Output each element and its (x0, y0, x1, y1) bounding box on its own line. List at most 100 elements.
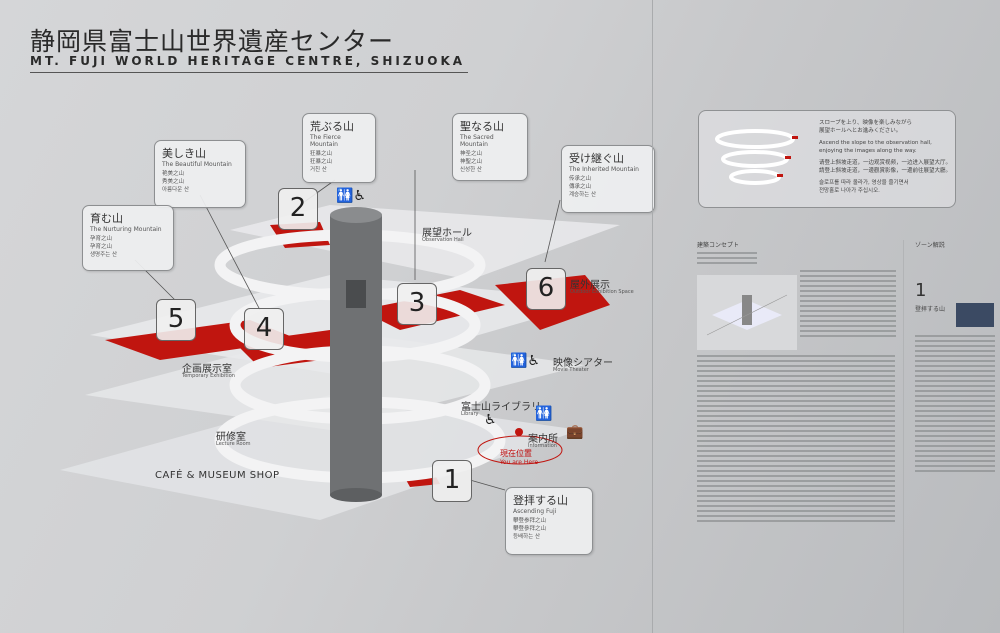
callout-ascending: 登拝する山 Ascending Fuji 攀登参拜之山 攀登參拜之山 등배하는 … (505, 487, 593, 555)
spiral-ramp-icon (715, 129, 798, 185)
callout-ascending-line: 등배하는 산 (513, 534, 541, 540)
leader-line-inherited (544, 199, 561, 263)
info-person-icon: 🚻 (535, 406, 553, 422)
callout-fierce-line: 狂暴之山 (310, 151, 333, 157)
callout-inherited-line: 傳承之山 (569, 184, 592, 190)
callout-ascending-jp: 登拝する山 (513, 494, 568, 507)
tower-base (330, 488, 382, 502)
callout-inherited-line: 계승하는 산 (569, 192, 597, 198)
callout-sacred-line: 神聖之山 (460, 159, 483, 165)
central-tower (330, 215, 382, 495)
callout-fierce-jp: 荒ぶる山 (310, 120, 354, 133)
callout-beautiful-line: 아름다운 산 (162, 187, 190, 193)
callout-inherited-en: The Inherited Mountain (569, 166, 639, 173)
here-marker-dot (515, 428, 523, 436)
callout-sacred-line: 신성한 산 (460, 167, 482, 173)
building-diagram (60, 170, 620, 520)
callout-sacred-line: 神圣之山 (460, 151, 483, 157)
leader-line-beautiful (199, 194, 261, 311)
locker-icon: 💼 (566, 424, 584, 440)
restroom-icon-theater: 🚻♿ (510, 353, 540, 369)
panel-divider (652, 0, 653, 633)
callout-nurturing-line: 孕育之山 (90, 244, 113, 250)
callout-beautiful: 美しき山 The Beautiful Mountain 艳美之山 秀美之山 아름… (154, 140, 246, 208)
zone-number-6: 6 (526, 268, 566, 310)
callout-fierce: 荒ぶる山 The Fierce Mountain 狂暴之山 狂暴之山 거친 산 (302, 113, 376, 183)
accessible-icon: ♿ (484, 412, 497, 428)
floor-slab-ground (60, 395, 580, 520)
title-jp: 静岡県富士山世界遺産センター (30, 27, 395, 56)
zone-heading-number: 1 (915, 280, 927, 301)
ramp-info-en2: enjoying the images along the way. (819, 148, 917, 154)
here-marker-ring (477, 435, 563, 465)
here-label-jp: 現在位置 (500, 449, 532, 458)
callout-ascending-line: 攀登參拜之山 (513, 526, 547, 532)
callout-nurturing: 育む山 The Nurturing Mountain 孕育之山 孕育之山 생명주… (82, 205, 174, 271)
callout-ascending-en: Ascending Fuji (513, 508, 557, 515)
concept-intro-lines (697, 252, 757, 267)
zone-photo (956, 303, 994, 327)
zone-label-temporary: 企画展示室 (182, 364, 232, 375)
ramp-info-text: スロープを上り、映像を楽しみながら 展望ホールへとお進みください。 Ascend… (819, 119, 951, 195)
zone-heading-title: 登拝する山 (915, 306, 946, 313)
zone-sub-outdoor: Outdoor Exhibition Space (570, 289, 634, 295)
callout-ascending-line: 攀登参拜之山 (513, 518, 547, 524)
ramp-info-jp1: スロープを上り、映像を楽しみながら (819, 120, 912, 126)
ramp-info-jp2: 展望ホールへとお進みください。 (819, 128, 902, 134)
here-label-en: You are Here (500, 459, 539, 466)
zone-sub-temporary: Temporary Exhibition (182, 373, 235, 379)
zone-heading: ゾーン解説 (915, 242, 945, 249)
concept-diagram (697, 275, 797, 350)
title-en: MT. FUJI WORLD HERITAGE CENTRE, SHIZUOKA (30, 54, 466, 68)
callout-nurturing-en: The Nurturing Mountain (90, 226, 162, 233)
zone-label-information: 案内所 (528, 434, 558, 445)
zone-label-library: 富士山ライブラリー (461, 402, 551, 413)
zone-label-theater: 映像シアター (553, 358, 613, 369)
tower-elevator (346, 280, 366, 308)
callout-sacred: 聖なる山 The Sacred Mountain 神圣之山 神聖之山 신성한 산 (452, 113, 528, 181)
zone-label-outdoor: 屋外展示 (570, 280, 610, 291)
zone-label-observation: 展望ホール (422, 228, 472, 239)
zone-number-5: 5 (156, 299, 196, 341)
zone-number-3: 3 (397, 283, 437, 325)
callout-fierce-line: 거친 산 (310, 167, 327, 173)
ramp-info-ko1: 슬로프를 따라 올라가, 영상을 즐기면서 (819, 180, 909, 186)
callout-fierce-en: The Fierce Mountain (310, 134, 341, 148)
concept-heading: 建築コンセプト (697, 242, 740, 249)
callout-beautiful-en: The Beautiful Mountain (162, 161, 232, 168)
callout-sacred-jp: 聖なる山 (460, 120, 504, 133)
ramp-info-box: スロープを上り、映像を楽しみながら 展望ホールへとお進みください。 Ascend… (698, 110, 956, 208)
ramp-info-en1: Ascend the slope to the observation hall… (819, 140, 932, 146)
ramp-info-zh1: 请登上斜坡走道，一边观赏视频，一边进入展望大厅。 (819, 160, 952, 166)
zone-number-1: 1 (432, 460, 472, 502)
zone-number-4: 4 (244, 308, 284, 350)
ramp-info-zh2: 請登上斜坡走道，一邊觀賞影像，一邊前往展望大廳。 (819, 168, 952, 174)
callout-nurturing-line: 孕育之山 (90, 236, 113, 242)
zone-sub-theater: Movie Theater (553, 367, 589, 373)
callout-inherited-line: 传承之山 (569, 176, 592, 182)
callout-sacred-en: The Sacred Mountain (460, 134, 494, 148)
callout-beautiful-jp: 美しき山 (162, 147, 206, 160)
ramp-info-ko2: 전망홀로 나아가 주십시오. (819, 188, 880, 194)
zone-label-lecture: 研修室 (216, 432, 246, 443)
callout-beautiful-line: 艳美之山 (162, 171, 185, 177)
callout-beautiful-line: 秀美之山 (162, 179, 185, 185)
leader-line-ascending (469, 479, 506, 491)
zone-label-cafe: CAFÉ & MUSEUM SHOP (155, 470, 280, 481)
tower-top (330, 207, 382, 223)
restroom-icon-top: 🚻♿ (336, 188, 366, 204)
callout-nurturing-jp: 育む山 (90, 212, 123, 225)
zone-sub-lecture: Lecture Room (216, 441, 251, 447)
callout-fierce-line: 狂暴之山 (310, 159, 333, 165)
panel-divider-2 (903, 240, 904, 633)
concept-body-lines-2 (697, 355, 895, 525)
callout-inherited: 受け継ぐ山 The Inherited Mountain 传承之山 傳承之山 계… (561, 145, 655, 213)
callout-nurturing-line: 생명주는 산 (90, 252, 118, 258)
callout-inherited-jp: 受け継ぐ山 (569, 152, 624, 165)
concept-body-lines (800, 270, 896, 340)
title-rule (30, 72, 468, 73)
zone-sub-observation: Observation Hall (422, 237, 464, 243)
zone-sub-library: Library (461, 411, 479, 417)
zone-sub-information: Information (528, 443, 557, 449)
